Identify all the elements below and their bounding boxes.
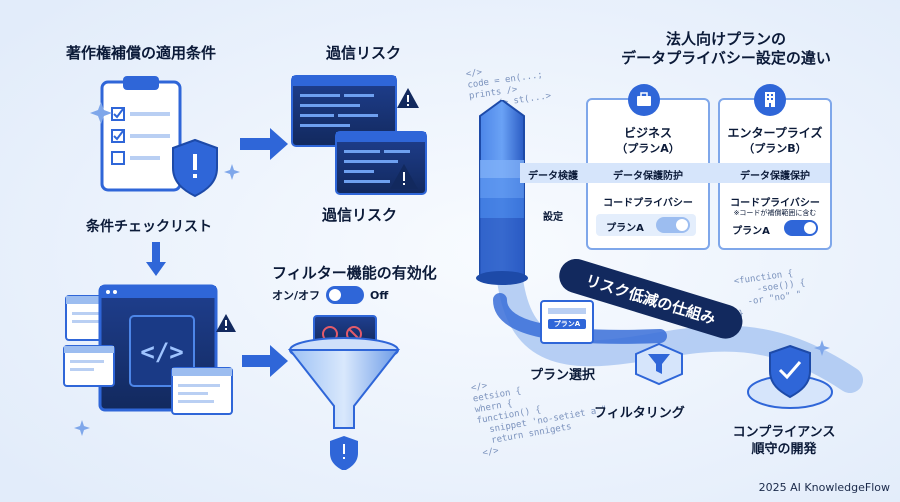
business-plan-sub: （プランA）: [616, 142, 680, 155]
enterprise-plan-sub: （プランB）: [743, 142, 807, 155]
plan-card: プランA: [540, 300, 594, 344]
arrow-down-icon: [146, 242, 166, 276]
clipboard-checklist-illustration: [90, 76, 240, 198]
footer-credit: 2025 AI KnowledgeFlow: [758, 481, 890, 494]
filtering-block: [635, 342, 683, 386]
enterprise-privacy: コードプライバシー: [730, 198, 820, 209]
filter-toggle-label: オン/オフ: [272, 289, 321, 302]
arrow-right-icon: [242, 345, 288, 377]
enterprise-plan-name: エンタープライズ: [727, 126, 823, 140]
building-icon: [754, 84, 786, 116]
filter-toggle-row: オン/オフ Off: [272, 284, 388, 306]
enterprise-privacy-note: ※コードが補償範囲に含む: [733, 209, 817, 217]
checklist-label: 条件チェックリスト: [86, 219, 212, 235]
filter-toggle-state: Off: [370, 288, 389, 302]
compliance-goal: コンプライアンス 順守の開発: [724, 424, 844, 458]
protection-row: [520, 163, 830, 183]
sparkle-icon: [90, 102, 112, 124]
business-privacy: コードプライバシー: [603, 198, 693, 209]
copyright-conditions-title: 著作権補償の適用条件: [66, 44, 217, 62]
row-label-inspection: データ検護: [528, 171, 578, 182]
filtering-label: フィルタリング: [594, 406, 685, 421]
comparison-title-line1: 法人向けプランの: [665, 30, 786, 48]
code-brackets-icon: </>: [140, 338, 183, 366]
comparison-title: 法人向けプランの データプライバシー設定の違い: [596, 30, 856, 68]
funnel-icon: [648, 354, 670, 374]
comparison-title-line2: データプライバシー設定の違い: [621, 49, 831, 67]
enterprise-privacy-toggle[interactable]: [784, 220, 818, 236]
risk-code-screens: [291, 75, 427, 195]
business-toggle-label: プランA: [606, 223, 644, 234]
arrow-right-icon: [240, 128, 288, 160]
briefcase-icon: [628, 84, 660, 116]
business-privacy-toggle[interactable]: [656, 217, 690, 233]
code-editor-illustration: </>: [63, 284, 236, 436]
checkbox-icon: [111, 107, 170, 121]
overtrust-risk-title-bottom: 過信リスク: [322, 206, 398, 224]
filter-toggle-switch[interactable]: [326, 286, 365, 304]
plan-select-label: プラン選択: [530, 368, 596, 383]
overtrust-risk-title-top: 過信リスク: [326, 44, 402, 62]
compliance-goal-line2: 順守の開発: [751, 442, 817, 457]
row-label-settings: 設定: [543, 212, 563, 223]
business-plan-name: ビジネス: [623, 126, 672, 140]
plan-card-label: プランA: [548, 319, 586, 329]
filter-title: フィルター機能の有効化: [272, 264, 437, 282]
risk-reduction-flow: [476, 100, 863, 409]
enterprise-toggle-label: プランA: [732, 226, 770, 237]
enterprise-protection: データ保護保护: [740, 171, 810, 182]
business-protection: データ保護防护: [613, 171, 683, 182]
sparkle-icon: [814, 340, 830, 356]
sparkle-icon: [74, 420, 90, 436]
funnel-icon: [287, 349, 401, 429]
filter-funnel-illustration: [287, 315, 401, 470]
compliance-goal-line1: コンプライアンス: [732, 425, 836, 440]
